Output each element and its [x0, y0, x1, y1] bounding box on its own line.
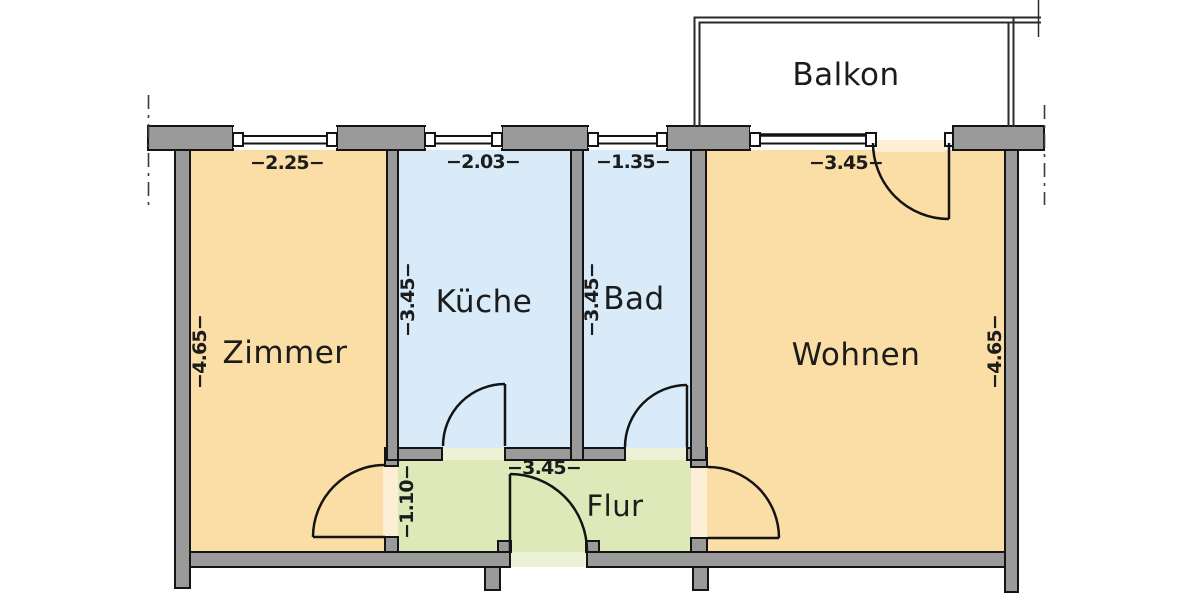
- walls: [147, 125, 1045, 593]
- room-kueche-floor: [398, 150, 571, 448]
- room-bad-floor: [583, 150, 691, 448]
- door-arc-balcony: [871, 142, 950, 221]
- room-zimmer-floor: [190, 150, 387, 552]
- wall-stub-below-2: [692, 566, 709, 591]
- balcony-railing: [693, 0, 1041, 127]
- dimension-flur-height: −1.10−: [396, 465, 418, 539]
- dimension-kueche-height: −3.45−: [397, 263, 419, 337]
- threshold-entrance-door: [510, 552, 587, 567]
- doors: [311, 142, 951, 552]
- wall-left-outer: [174, 149, 191, 589]
- door-arc-kueche: [441, 382, 506, 447]
- door-balcony: [871, 142, 951, 221]
- room-label-kueche: Küche: [435, 284, 533, 320]
- threshold-balcony-door: [876, 140, 945, 152]
- wall-stub-below-1: [484, 566, 501, 591]
- dimension-zimmer-width: −2.25−: [250, 152, 325, 174]
- wall-bottom-left: [174, 551, 511, 568]
- door-kueche: [441, 382, 507, 447]
- door-arc-wohnen: [707, 465, 781, 539]
- balcony-railing-outer: [693, 16, 1041, 127]
- dimension-bad-height: −3.45−: [581, 263, 603, 337]
- threshold-kueche-door: [443, 448, 505, 460]
- wall-pillar-2: [336, 125, 426, 151]
- door-thresholds: [383, 140, 945, 567]
- door-entrance: [508, 472, 589, 552]
- dimension-flur-width: −3.45−: [507, 457, 582, 479]
- room-label-zimmer: Zimmer: [222, 335, 348, 371]
- balcony-railing-inner: [698, 21, 1041, 127]
- threshold-wohnen-door: [691, 467, 707, 538]
- wall-bad-wohnen: [690, 149, 707, 461]
- windows: [232, 127, 954, 148]
- window-balkon: [749, 127, 877, 148]
- door-bad: [623, 383, 689, 448]
- door-arc-zimmer: [311, 463, 386, 538]
- room-label-flur: Flur: [586, 489, 644, 523]
- door-arc-entrance: [509, 472, 589, 552]
- threshold-bad-door: [625, 448, 687, 460]
- wall-zimmer-flur-stub-bottom: [384, 536, 399, 553]
- room-label-wohnen: Wohnen: [791, 337, 921, 373]
- door-wohnen: [707, 465, 781, 540]
- room-label-bad: Bad: [603, 281, 665, 317]
- wall-flur-top-3: [582, 447, 626, 461]
- wall-pillar-1: [147, 125, 234, 151]
- wall-right-outer: [1004, 149, 1019, 593]
- wall-pillar-3: [501, 125, 589, 151]
- dimension-wohnen-height: −4.65−: [984, 315, 1006, 389]
- threshold-zimmer-door: [383, 466, 398, 537]
- window-zimmer: [232, 127, 338, 148]
- wall-flur-wohnen-stub-bottom: [690, 537, 708, 553]
- room-balkon-floor: [699, 22, 1009, 127]
- wall-pillar-4: [666, 125, 751, 151]
- dimension-zimmer-height: −4.65−: [189, 315, 211, 389]
- wall-bottom-right: [586, 551, 1019, 568]
- window-kueche: [424, 127, 503, 148]
- dimension-kueche-width: −2.03−: [446, 151, 521, 173]
- room-label-balkon: Balkon: [792, 57, 900, 93]
- wall-pillar-5: [952, 125, 1045, 151]
- door-zimmer: [311, 463, 386, 539]
- section-lines: [147, 95, 1046, 205]
- dimension-wohnen-width: −3.45−: [809, 152, 884, 174]
- door-arc-bad: [623, 383, 688, 448]
- dimension-bad-width: −1.35−: [596, 151, 671, 173]
- window-bad: [587, 127, 668, 148]
- room-flur-floor: [398, 460, 691, 552]
